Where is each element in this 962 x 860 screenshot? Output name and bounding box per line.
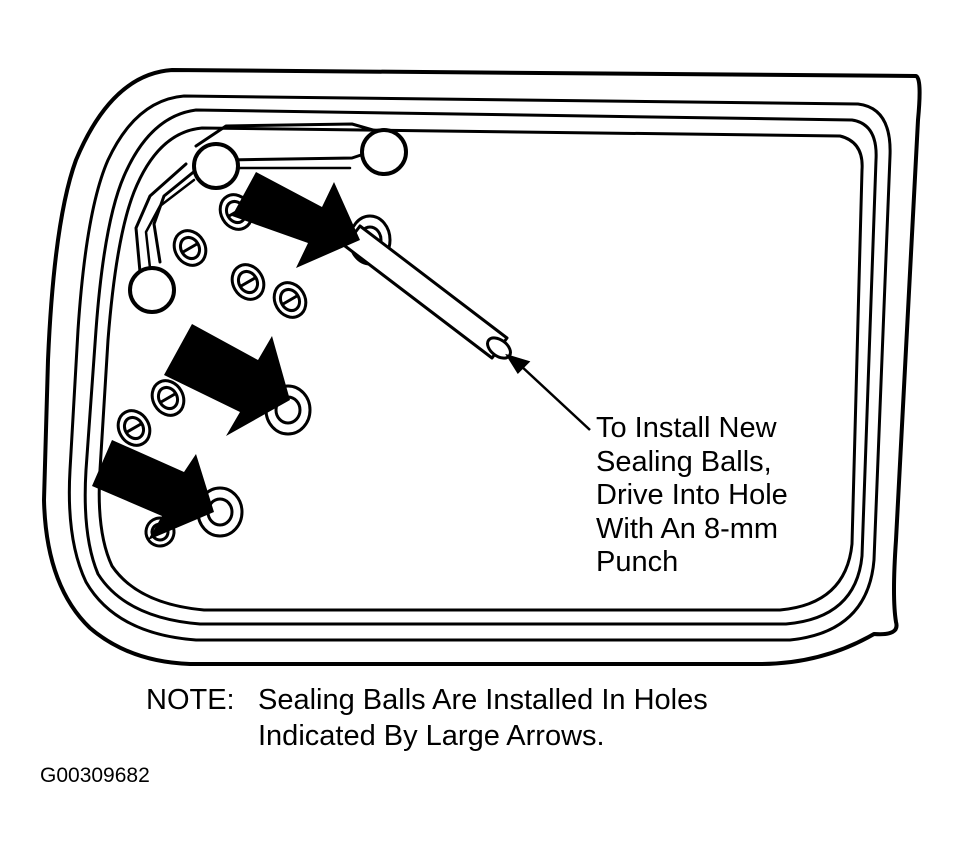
sealing-ball-hole-icon (150, 379, 186, 417)
boss-circle (360, 128, 408, 176)
callout-line: Sealing Balls, (596, 445, 772, 478)
figure-id: G00309682 (40, 764, 150, 787)
sealing-ball-hole-icon (230, 263, 266, 301)
sealing-ball-hole-icon (172, 229, 208, 267)
sealing-ball-hole-icon (196, 486, 244, 538)
large-arrow-icon (92, 440, 214, 540)
sealing-ball-hole-icon (272, 281, 308, 319)
large-arrows (92, 172, 360, 540)
large-arrow-icon (232, 172, 360, 268)
note-label: NOTE: (146, 684, 235, 716)
boss-circle (192, 142, 240, 190)
callout-leader (505, 353, 591, 431)
housing-outer-outline (42, 68, 922, 666)
callout-line: Punch (596, 546, 679, 578)
boss-circle (128, 266, 176, 314)
sealing-ball-hole-icon (116, 409, 152, 447)
callout-line: To Install New (596, 412, 777, 444)
gasket-inner-outline (83, 108, 878, 626)
punch-tool-icon (343, 224, 512, 360)
port-holes (116, 193, 308, 548)
note-line: Indicated By Large Arrows. (258, 720, 605, 752)
note-line: Sealing Balls Are Installed In Holes (258, 684, 708, 716)
callout-line: With An 8-mm (596, 512, 779, 545)
gasket-outline (67, 94, 892, 642)
large-arrow-icon (164, 324, 290, 436)
callout-line: Drive Into Hole (596, 479, 788, 511)
leader-arrowhead (505, 353, 531, 374)
cavity-inner-edge (97, 126, 864, 612)
callout-text: To Install New Sealing Balls, Drive Into… (596, 412, 896, 580)
